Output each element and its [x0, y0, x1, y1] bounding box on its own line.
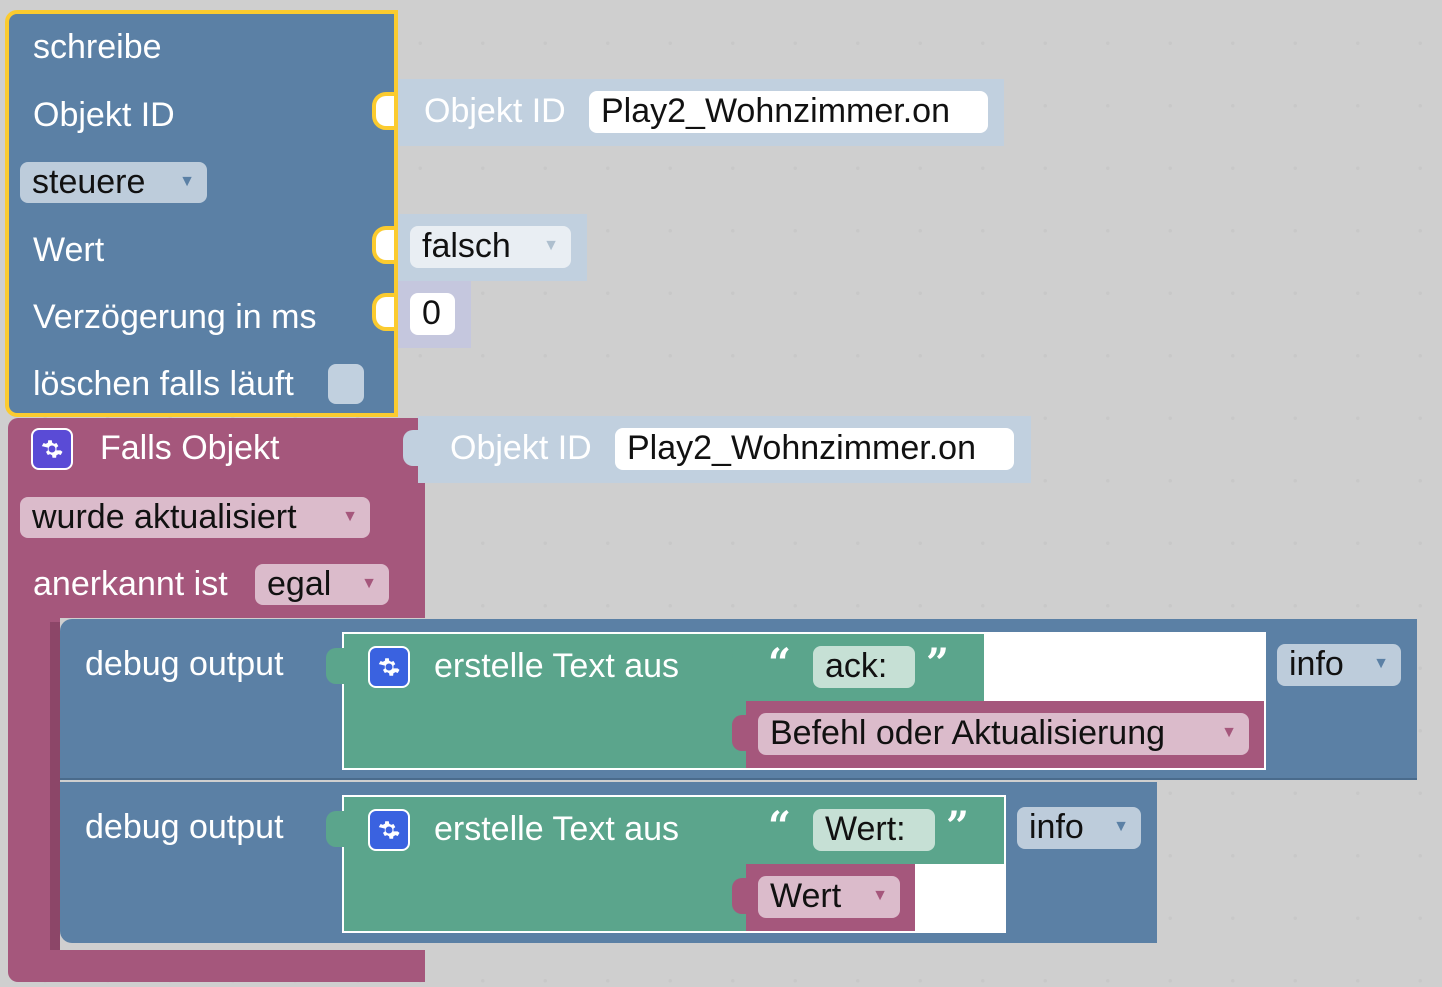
- write-object-id-label: Objekt ID: [424, 92, 566, 130]
- chevron-down-icon: ▼: [872, 887, 888, 904]
- text-join-label-2: erstelle Text aus: [434, 810, 680, 848]
- trigger-object-id-field[interactable]: Play2_Wohnzimmer.on: [615, 428, 1014, 470]
- trigger-title: Falls Objekt: [100, 429, 280, 467]
- write-title: schreibe: [33, 28, 162, 66]
- ack-value: egal: [267, 565, 332, 603]
- source-block-2[interactable]: Wert ▼: [746, 864, 915, 931]
- write-value-label: Wert: [33, 231, 105, 269]
- join1-input-connector-a: [732, 648, 748, 684]
- gear-icon[interactable]: [368, 809, 410, 851]
- write-value-socket: [372, 226, 394, 264]
- trigger-object-connector: [403, 430, 421, 466]
- trigger-block-spine-edge: [50, 622, 60, 950]
- write-delay-socket: [372, 293, 394, 331]
- string-block-2[interactable]: “ Wert: ”: [746, 797, 1004, 864]
- debug-label-2: debug output: [85, 808, 284, 846]
- debug-label-1: debug output: [85, 645, 284, 683]
- write-object-id-field[interactable]: Play2_Wohnzimmer.on: [589, 91, 988, 133]
- join2-input-connector-b: [732, 878, 748, 914]
- write-value-value: falsch: [422, 227, 511, 265]
- trigger-block-footer: [8, 950, 425, 982]
- write-clear-label: löschen falls läuft: [33, 365, 294, 403]
- write-object-label: Objekt ID: [33, 96, 175, 134]
- debug-level-value-1: info: [1289, 645, 1344, 683]
- chevron-down-icon: ▼: [1373, 655, 1389, 672]
- write-value-dropdown[interactable]: falsch ▼: [410, 226, 571, 268]
- event-type-value: wurde aktualisiert: [32, 498, 297, 536]
- chevron-down-icon: ▼: [1113, 818, 1129, 835]
- source-value-2: Wert: [770, 877, 842, 915]
- debug1-input-connector: [326, 648, 344, 684]
- source-block-1[interactable]: Befehl oder Aktualisierung ▼: [746, 701, 1264, 768]
- quote-close-icon: ”: [946, 803, 970, 850]
- string-field-2[interactable]: Wert:: [813, 809, 935, 851]
- ack-dropdown[interactable]: egal ▼: [255, 564, 389, 605]
- clear-checkbox[interactable]: [328, 364, 364, 404]
- event-type-dropdown[interactable]: wurde aktualisiert ▼: [20, 497, 370, 538]
- write-block[interactable]: schreibe Objekt ID steuere ▼ Wert Verzög…: [5, 10, 398, 417]
- debug-level-dropdown-1[interactable]: info ▼: [1277, 644, 1401, 686]
- write-delay-block[interactable]: 0: [398, 281, 471, 348]
- quote-close-icon: ”: [926, 640, 950, 687]
- string-field-1[interactable]: ack:: [813, 646, 915, 688]
- write-delay-label: Verzögerung in ms: [33, 298, 317, 336]
- write-object-block[interactable]: Objekt ID Play2_Wohnzimmer.on: [398, 79, 1004, 146]
- join2-input-connector-a: [732, 811, 748, 847]
- chevron-down-icon: ▼: [543, 237, 559, 254]
- debug-level-value-2: info: [1029, 808, 1084, 846]
- join1-input-connector-b: [732, 715, 748, 751]
- debug2-input-connector: [326, 811, 344, 847]
- string-block-1[interactable]: “ ack: ”: [746, 634, 984, 701]
- quote-open-icon: “: [768, 803, 792, 850]
- trigger-object-label: Objekt ID: [450, 429, 592, 467]
- trigger-object-block[interactable]: Objekt ID Play2_Wohnzimmer.on: [418, 416, 1031, 483]
- write-mode-value: steuere: [32, 163, 146, 201]
- debug-level-dropdown-2[interactable]: info ▼: [1017, 807, 1141, 849]
- ack-label: anerkannt ist: [33, 565, 228, 603]
- write-delay-field[interactable]: 0: [410, 293, 455, 335]
- source-dropdown-2[interactable]: Wert ▼: [758, 876, 900, 918]
- write-object-socket: [372, 92, 394, 130]
- gear-icon[interactable]: [368, 646, 410, 688]
- gear-icon[interactable]: [31, 428, 73, 470]
- chevron-down-icon: ▼: [1221, 724, 1237, 741]
- quote-open-icon: “: [768, 640, 792, 687]
- source-value-1: Befehl oder Aktualisierung: [770, 714, 1166, 752]
- chevron-down-icon: ▼: [361, 575, 377, 592]
- source-dropdown-1[interactable]: Befehl oder Aktualisierung ▼: [758, 713, 1249, 755]
- chevron-down-icon: ▼: [342, 508, 358, 525]
- write-value-block[interactable]: falsch ▼: [398, 214, 587, 281]
- write-mode-dropdown[interactable]: steuere ▼: [20, 162, 207, 203]
- chevron-down-icon: ▼: [179, 173, 195, 190]
- text-join-label-1: erstelle Text aus: [434, 647, 680, 685]
